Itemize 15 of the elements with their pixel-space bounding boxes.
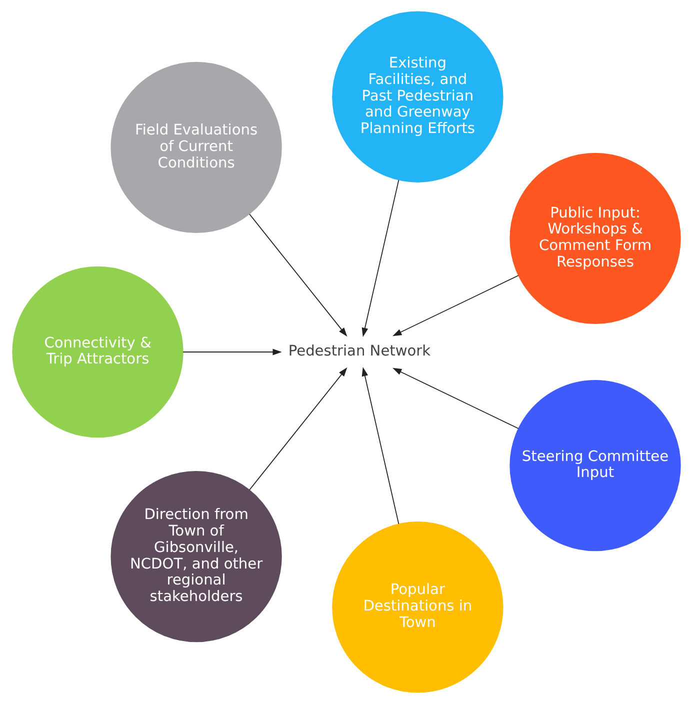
arrow <box>361 367 399 524</box>
node-circle: Field Evaluations of Current Conditions <box>110 62 282 233</box>
node-circle: Existing Facilities, and Past Pedestrian and Greenway Planning Efforts <box>332 11 503 182</box>
node-text: Pedestrian Network <box>288 342 430 360</box>
node-circle: Popular Destinations in Town <box>332 522 503 693</box>
arrow <box>182 348 282 356</box>
arrow <box>248 214 347 337</box>
arrow <box>392 275 518 336</box>
node-circle: Direction from Town of Gibsonville, NCDOT, and other regional stakeholders <box>110 471 282 642</box>
arrow <box>392 368 518 429</box>
arrow <box>248 367 347 490</box>
arrow <box>361 180 399 337</box>
node-circle: Connectivity & Trip Attractors <box>12 266 183 438</box>
node-circle: Steering Committee Input <box>509 380 680 552</box>
node-circle: Public Input: Workshops & Comment Form Responses <box>509 152 680 324</box>
